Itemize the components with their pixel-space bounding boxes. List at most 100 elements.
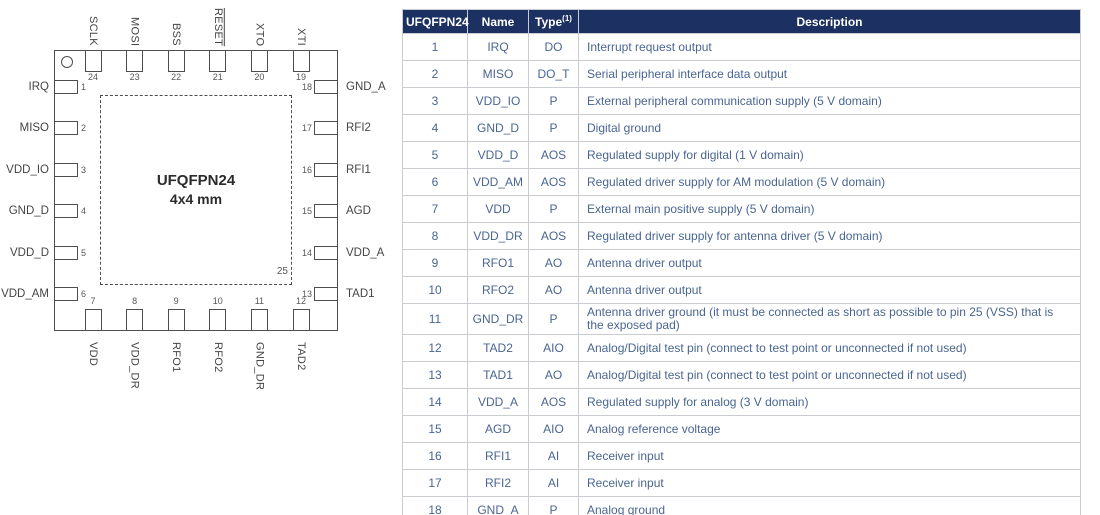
col-header-description: Description	[578, 9, 1081, 34]
pin-17-number: 17	[301, 123, 312, 134]
type-footnote-marker: (1)	[562, 14, 572, 23]
pin-6-number: 6	[81, 289, 87, 299]
pin-name-cell: IRQ	[467, 33, 529, 61]
pin-10-number: 10	[212, 296, 223, 306]
pin-number-cell: 17	[402, 469, 468, 497]
pin-7-number: 7	[90, 296, 96, 306]
pin-4-number: 4	[81, 206, 87, 217]
pin-10-pad	[209, 309, 227, 331]
pin-12-label-text: TAD2	[295, 342, 307, 371]
pin-9-label-text: RFO1	[170, 342, 183, 373]
pin-9-number: 9	[173, 296, 179, 306]
pin-description-cell: Digital ground	[578, 114, 1081, 142]
pin-name-cell: GND_A	[467, 496, 529, 515]
pin-name-cell: RFO1	[467, 249, 529, 277]
pin-7-pad	[84, 309, 102, 331]
pin-16-pad	[314, 162, 338, 177]
pin-type-cell: AOS	[528, 222, 579, 250]
pin-name-cell: VDD_D	[467, 141, 529, 169]
pin-2-label: MISO	[19, 122, 49, 135]
pin-description-cell: Analog ground	[578, 496, 1081, 515]
pin-13-label: TAD1	[346, 288, 375, 300]
pin-description-cell: Regulated driver supply for AM modulatio…	[578, 168, 1081, 196]
pin-10-label: RFO2	[210, 342, 226, 426]
pin-number-cell: 8	[402, 222, 468, 250]
pin-type-cell: P	[528, 87, 579, 115]
pin-5-label: VDD_D	[10, 246, 49, 259]
pin-24-label-text: SCLK	[87, 16, 99, 46]
pin-20-number: 20	[254, 72, 265, 82]
pin-22-label: BSS	[168, 2, 184, 46]
pin-21-pad	[209, 50, 227, 72]
pin-21-label: RESET	[210, 2, 226, 46]
pin-14-label: VDD_A	[346, 246, 385, 259]
col-header-name: Name	[467, 9, 529, 34]
pin-description-cell: External peripheral communication supply…	[578, 87, 1081, 115]
pin-number-cell: 10	[402, 276, 468, 304]
pin-22-label-text: BSS	[170, 23, 183, 46]
pin-number-cell: 13	[402, 361, 468, 389]
pin-type-cell: AO	[528, 276, 579, 304]
table-header-row: UFQFPN24 Name Type(1) Description	[402, 9, 1081, 34]
pin-type-cell: AO	[528, 361, 579, 389]
package-size: 4x4 mm	[169, 191, 223, 207]
pin-19-label: XTI	[293, 2, 309, 46]
pin-name-cell: RFO2	[467, 276, 529, 304]
pin-8-pad	[126, 309, 144, 331]
chip-title-block: UFQFPN24 4x4 mm	[100, 171, 292, 208]
pin-type-cell: AIO	[528, 334, 579, 362]
pin-description-cell: Antenna driver output	[578, 249, 1081, 277]
pin-23-number: 23	[129, 72, 140, 82]
pin-name-cell: GND_DR	[467, 303, 529, 335]
pin-3-pad	[54, 162, 78, 177]
pin-description-cell: Regulated driver supply for antenna driv…	[578, 222, 1081, 250]
pin-21-number: 21	[212, 72, 223, 82]
pin-description-cell: Antenna driver ground (it must be connec…	[578, 303, 1081, 335]
pin-8-number: 8	[132, 296, 138, 306]
pin-11-label: GND_DR	[251, 342, 267, 426]
pin-6-pad	[54, 287, 78, 301]
pin-type-cell: P	[528, 303, 579, 335]
pin-name-cell: VDD_A	[467, 388, 529, 416]
pin-name-cell: VDD_AM	[467, 168, 529, 196]
pin-11-number: 11	[254, 296, 265, 306]
pin-18-number: 18	[301, 82, 312, 92]
pin-number-cell: 1	[402, 33, 468, 61]
pin1-indicator-circle	[61, 56, 73, 68]
pin-type-cell: AOS	[528, 141, 579, 169]
col-header-type: Type(1)	[528, 9, 579, 34]
pin-1-pad	[54, 80, 78, 94]
pin-name-cell: GND_D	[467, 114, 529, 142]
pin-number-cell: 6	[402, 168, 468, 196]
pin-23-label: MOSI	[127, 2, 143, 46]
pin-number-cell: 18	[402, 496, 468, 515]
pin-number-cell: 4	[402, 114, 468, 142]
pin-17-label: RFI2	[346, 122, 371, 135]
pin-description-cell: Serial peripheral interface data output	[578, 60, 1081, 88]
pin-5-number: 5	[81, 247, 87, 258]
pin-name-cell: RFI1	[467, 442, 529, 470]
pin-name-cell: RFI2	[467, 469, 529, 497]
pin-number-cell: 5	[402, 141, 468, 169]
pin-7-label: VDD	[85, 342, 101, 426]
pin-description-cell: Analog/Digital test pin (connect to test…	[578, 334, 1081, 362]
pin-24-number: 24	[87, 72, 98, 82]
pin-type-cell: P	[528, 114, 579, 142]
pin-type-cell: AO	[528, 249, 579, 277]
pin-description-cell: Interrupt request output	[578, 33, 1081, 61]
pin-type-cell: P	[528, 496, 579, 515]
pin-15-label: AGD	[346, 205, 371, 218]
pin-1-label: IRQ	[28, 81, 49, 93]
pin-name-cell: MISO	[467, 60, 529, 88]
